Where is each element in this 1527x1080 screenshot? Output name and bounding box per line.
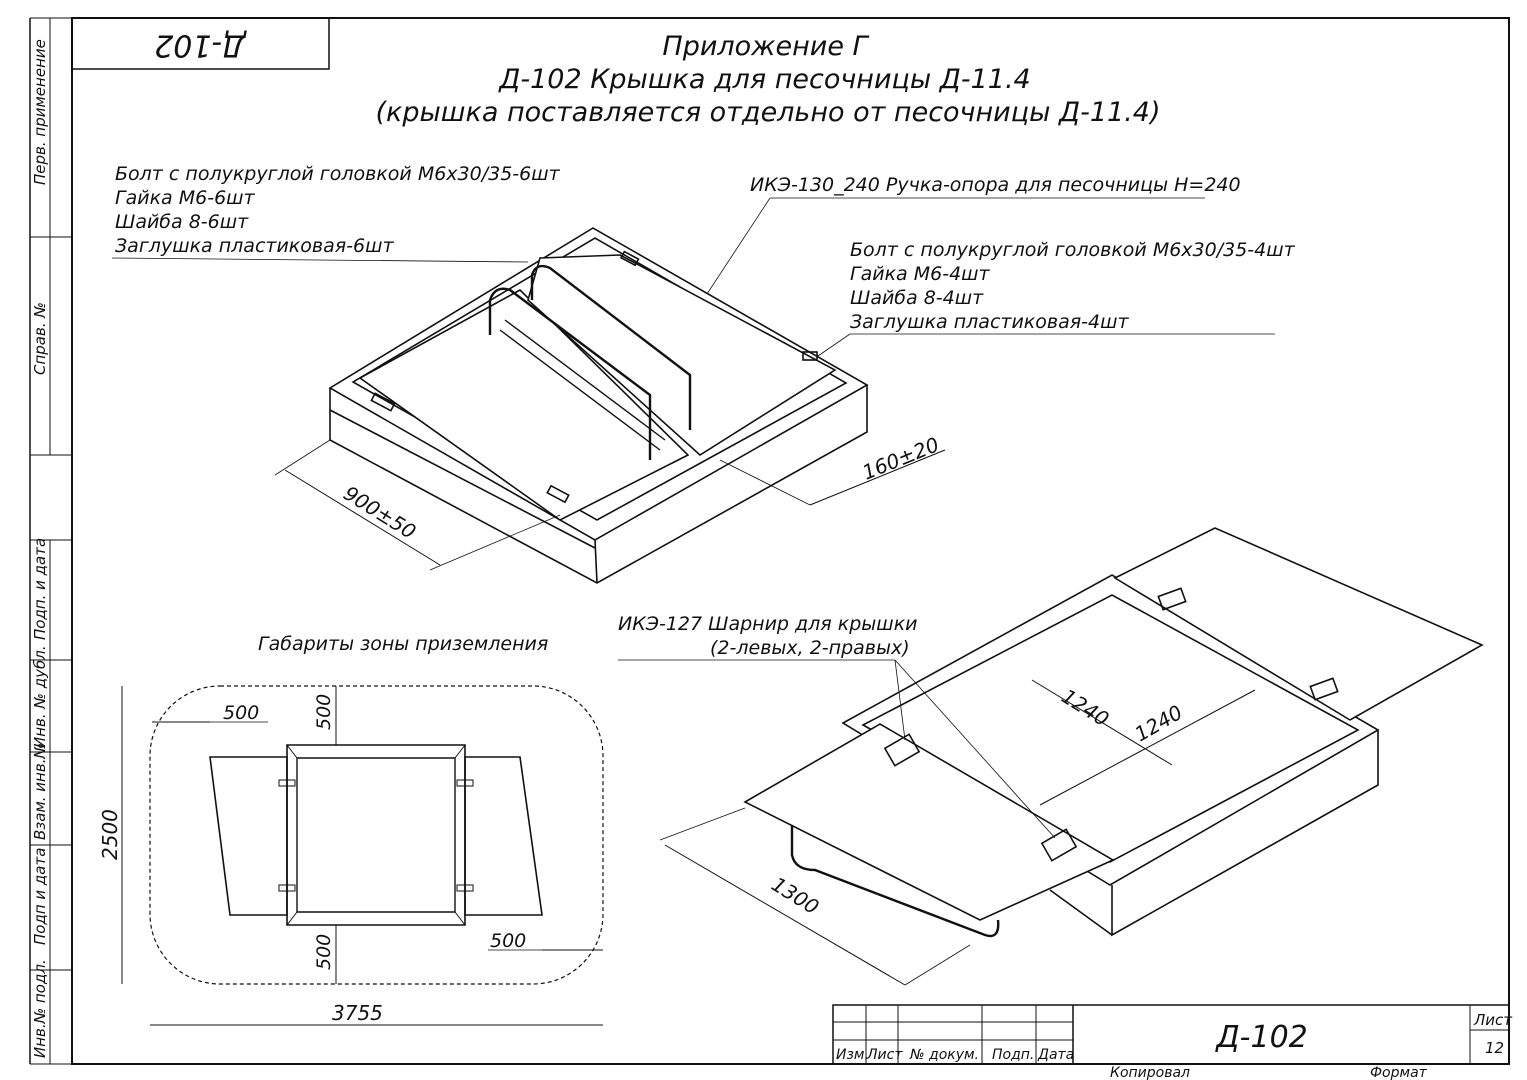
side-stamp: Перв. применение Справ. № Подп. и дата И… <box>29 17 72 1065</box>
side-label-sprav: Справ. № <box>31 302 49 375</box>
notes-hinge: ИКЭ-127 Шарнир для крышки (2-левых, 2-пр… <box>618 613 1056 839</box>
tb-format: Формат <box>1370 1065 1428 1080</box>
title-line3: (крышка поставляется отдельно от песочни… <box>376 97 1161 128</box>
title-line2: Д-102 Крышка для песочницы Д-11.4 <box>498 64 1030 95</box>
tb-col-izm: Изм. <box>836 1047 869 1063</box>
code-stamp-text: Д-102 <box>154 28 248 63</box>
tb-col-doc: № докум. <box>909 1047 979 1063</box>
note-right-1: Болт с полукруглой головкой М6х30/35-4шт <box>850 239 1296 261</box>
note-left-4: Заглушка пластиковая-6шт <box>115 235 395 257</box>
tb-col-podp: Подп. <box>992 1047 1034 1063</box>
tb-col-list: Лист <box>866 1047 903 1063</box>
landing-zone: Габариты зоны приземления 500 500 500 50… <box>98 633 604 1026</box>
zone-500-top: 500 <box>313 694 335 730</box>
note-right-4: Заглушка пластиковая-4шт <box>850 311 1130 333</box>
dim-160-text: 160±20 <box>859 432 943 484</box>
note-handle: ИКЭ-130_240 Ручка-опора для песочницы Н=… <box>750 174 1241 196</box>
sheet-frame <box>71 17 1510 1065</box>
side-label-podp1: Подп. и дата <box>31 538 49 640</box>
zone-500-bottom: 500 <box>313 934 335 970</box>
notes-right: Болт с полукруглой головкой М6х30/35-4шт… <box>814 239 1296 359</box>
sandbox-closed-view <box>328 227 869 584</box>
side-label-inv-dubl: Инв. № дубл. <box>31 645 49 748</box>
title-block-top: Приложение Г Д-102 Крышка для песочницы … <box>376 31 1161 128</box>
zone-2500: 2500 <box>98 809 122 860</box>
zone-title: Габариты зоны приземления <box>258 633 548 655</box>
zone-500-left: 500 <box>223 702 259 724</box>
tb-sheet-no: 12 <box>1485 1039 1504 1057</box>
notes-left: Болт с полукруглой головкой М6х30/35-6шт… <box>111 163 561 263</box>
dim-1300-text: 1300 <box>767 872 823 919</box>
title-block-bottom: Изм. Лист № докум. Подп. Дата Д-102 Лист… <box>832 1004 1513 1080</box>
zone-500-right: 500 <box>490 930 526 952</box>
title-line1: Приложение Г <box>662 31 869 62</box>
note-left-2: Гайка М6-6шт <box>115 187 256 209</box>
tb-sheet-label: Лист <box>1473 1011 1513 1029</box>
note-right-2: Гайка М6-4шт <box>850 263 991 285</box>
note-left-1: Болт с полукруглой головкой М6х30/35-6шт <box>115 163 561 185</box>
note-hinge-1: ИКЭ-127 Шарнир для крышки <box>618 613 918 635</box>
side-label-vzam: Взам. инв.№ <box>31 743 49 840</box>
zone-3755: 3755 <box>332 1001 383 1025</box>
side-label-perv: Перв. применение <box>31 39 49 185</box>
note-right-3: Шайба 8-4шт <box>850 287 984 309</box>
sandbox-open-view <box>743 527 1484 938</box>
tb-kopiroval: Копировал <box>1110 1065 1190 1080</box>
side-label-inv-podl: Инв.№ подл. <box>31 959 49 1058</box>
side-label-podp2: Подп и дата <box>31 848 49 945</box>
code-stamp: Д-102 <box>71 17 330 70</box>
tb-doc-code: Д-102 <box>1214 1020 1308 1055</box>
note-left-3: Шайба 8-6шт <box>115 211 249 233</box>
dim-900-text: 900±50 <box>339 481 420 544</box>
note-hinge-2: (2-левых, 2-правых) <box>710 637 910 659</box>
tb-col-data: Дата <box>1037 1047 1074 1063</box>
